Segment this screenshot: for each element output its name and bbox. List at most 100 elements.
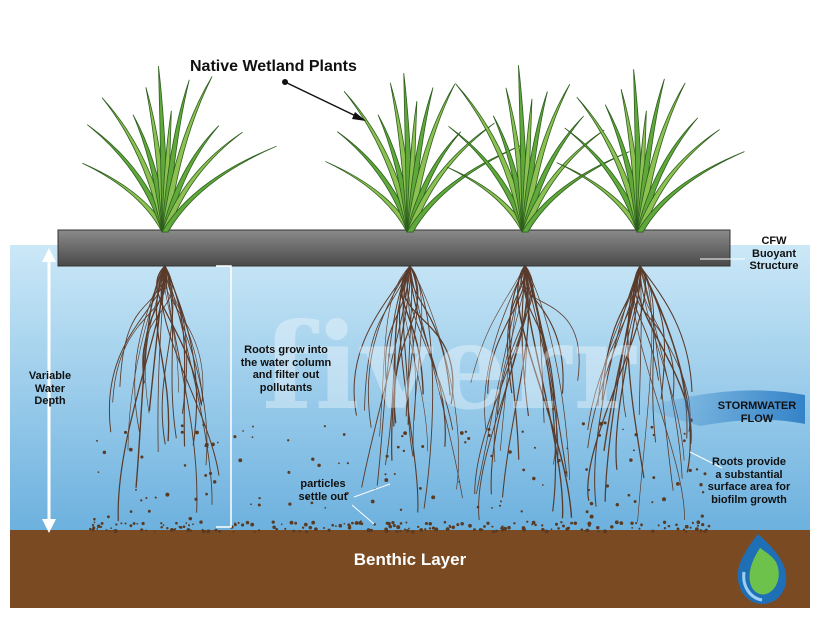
root-strand <box>405 265 418 417</box>
root-strand <box>474 265 532 495</box>
sediment-particle <box>348 524 351 528</box>
sediment-particle <box>204 473 208 477</box>
sediment-particle <box>324 506 327 509</box>
depth-arrow-top-head <box>42 248 56 262</box>
sediment-particle <box>96 528 99 530</box>
wetland-plant-3 <box>446 65 630 233</box>
sediment-particle <box>633 500 637 503</box>
sediment-particle <box>113 529 118 534</box>
sediment-particle <box>657 524 660 527</box>
sediment-particle <box>342 433 346 436</box>
sediment-particle <box>565 527 570 531</box>
sediment-particle <box>162 524 165 526</box>
sediment-particle <box>258 496 261 500</box>
sediment-particle <box>683 439 686 443</box>
title-pointer-arrowhead <box>352 112 366 121</box>
sediment-particle <box>451 525 456 530</box>
sediment-particle <box>110 527 113 529</box>
title-label: Native Wetland Plants <box>190 58 357 75</box>
root-strand <box>164 265 177 439</box>
sediment-particle <box>252 425 254 428</box>
root-strand <box>393 265 419 424</box>
root-strand <box>470 265 526 383</box>
sediment-particle <box>271 520 275 524</box>
sediment-particle <box>384 527 388 532</box>
sediment-particle <box>580 528 584 531</box>
sediment-particle <box>491 525 494 528</box>
sediment-particle <box>401 434 404 438</box>
root-strand <box>155 265 170 442</box>
sediment-particle <box>96 439 98 442</box>
root-strand <box>161 265 174 445</box>
root-strand <box>379 265 411 437</box>
root-depth-bracket <box>216 265 232 528</box>
sediment-particle <box>314 527 318 532</box>
root-strand <box>164 265 188 414</box>
root-system-3 <box>470 265 580 521</box>
sediment-particle <box>491 507 493 509</box>
sediment-particle <box>346 462 349 465</box>
sediment-particle <box>287 439 290 442</box>
sediment-particle <box>685 530 688 533</box>
sediment-particle <box>205 492 208 496</box>
sediment-particle <box>183 464 187 467</box>
sediment-particle <box>667 525 670 527</box>
root-strand <box>594 265 641 507</box>
sediment-particle <box>396 525 401 530</box>
sediment-particle <box>145 496 148 500</box>
sediment-particle <box>120 522 123 525</box>
root-strand <box>521 265 529 417</box>
sediment-particle <box>550 528 553 531</box>
sediment-particle <box>570 522 573 525</box>
sediment-particle <box>589 514 594 519</box>
cfw-buoyant-structure <box>57 229 731 267</box>
root-strand <box>403 265 454 405</box>
sediment-particle <box>360 522 364 526</box>
sediment-particle <box>573 521 578 525</box>
sediment-particle <box>233 435 237 439</box>
sediment-particle <box>275 527 279 531</box>
sediment-particle <box>585 468 588 471</box>
sediment-particle <box>93 526 96 530</box>
sediment-particle <box>704 528 708 532</box>
sediment-particle <box>424 521 428 526</box>
sediment-particle <box>513 522 516 525</box>
sediment-particle <box>498 504 502 507</box>
sediment-particle <box>424 528 427 531</box>
sediment-particle <box>289 520 294 525</box>
sediment-particle <box>175 521 178 525</box>
sediment-particle <box>443 520 447 524</box>
sediment-particle <box>241 523 245 527</box>
wetland-plant-1 <box>82 66 277 233</box>
sediment-particle <box>410 529 415 534</box>
sediment-particle <box>487 434 491 437</box>
sediment-particle <box>399 508 403 512</box>
sediment-particle <box>610 525 614 529</box>
root-strand <box>501 265 530 498</box>
particles-pointer-b <box>351 504 375 525</box>
sediment-particle <box>396 445 400 449</box>
roots-water-column-label: Roots grow into the water column and fil… <box>240 344 332 394</box>
sediment-particle <box>662 520 667 524</box>
sediment-particle <box>533 446 536 449</box>
sediment-particle <box>298 530 301 533</box>
sediment-particle <box>347 526 352 530</box>
wetland-plants <box>82 65 745 233</box>
sediment-particle <box>129 524 133 528</box>
sediment-particle <box>629 458 633 462</box>
sediment-particle <box>232 531 235 533</box>
sediment-particle <box>323 526 326 530</box>
sediment-particle <box>707 524 711 528</box>
sediment-particle <box>431 495 436 500</box>
sediment-particle <box>250 522 255 527</box>
sediment-particle <box>683 432 686 435</box>
sediment-particle <box>185 522 188 524</box>
sediment-particle <box>531 523 533 526</box>
sediment-particle <box>651 501 654 504</box>
sediment-particle <box>699 483 703 487</box>
particles-pointer-a <box>353 483 391 498</box>
cfw-buoyant-structure-label: CFW Buoyant Structure <box>749 235 799 273</box>
sediment-particle <box>581 422 585 426</box>
sediment-particle <box>93 517 96 521</box>
